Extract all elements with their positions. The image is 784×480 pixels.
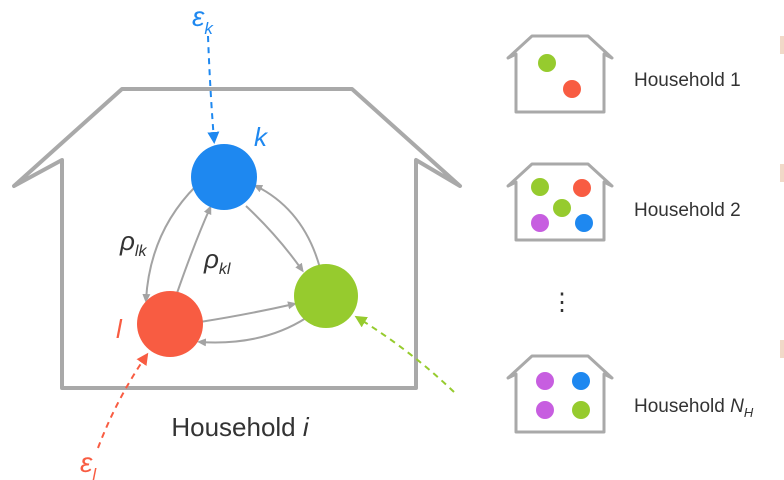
clipped-edge-mark-1 — [780, 36, 784, 54]
rho-lk-label: ρlk — [119, 226, 147, 260]
node-k-label: k — [254, 122, 269, 152]
household-nh: Household NH — [506, 354, 754, 434]
node-l-label: l — [116, 314, 123, 344]
epsilon-l-label: εl — [80, 447, 97, 480]
rho-lk-base: ρ — [119, 226, 135, 256]
epsilon-k-sub: k — [204, 19, 214, 38]
internal-edges — [142, 184, 321, 347]
edge-m-to-k — [253, 184, 321, 269]
node-l — [137, 291, 203, 357]
rho-kl-label: ρkl — [203, 244, 231, 278]
clipped-edge-mark-3 — [780, 340, 784, 358]
epsilon-k-label: εk — [192, 1, 214, 38]
external-input-l — [97, 352, 149, 449]
clipped-edge-mark-2 — [780, 164, 784, 182]
household-1-outline — [506, 34, 614, 114]
household-nh-label-sub: H — [744, 405, 754, 420]
node-k — [191, 144, 257, 210]
household-2-member-5 — [575, 214, 593, 232]
household-1-member-2 — [563, 80, 581, 98]
household-2: Household 2 — [506, 162, 741, 242]
household-nh-label-var: N — [730, 396, 744, 417]
household-2-member-3 — [553, 199, 571, 217]
node-m — [294, 264, 358, 328]
household-nh-member-3 — [536, 401, 554, 419]
household-nh-outline — [506, 354, 614, 434]
epsilon-l-sub: l — [92, 465, 97, 480]
vertical-ellipsis: ⋮ — [550, 289, 574, 316]
epsilon-l-base: ε — [80, 447, 93, 478]
household-2-member-1 — [531, 178, 549, 196]
rho-lk-sub: lk — [135, 243, 148, 260]
rho-kl-base: ρ — [203, 244, 219, 274]
edge-l-to-m — [199, 301, 297, 323]
household-2-label: Household 2 — [634, 200, 741, 221]
household-2-member-4 — [531, 214, 549, 232]
household-nh-member-4 — [572, 401, 590, 419]
household-nh-member-1 — [536, 372, 554, 390]
external-input-k — [207, 35, 220, 144]
household-2-outline — [506, 162, 614, 242]
household-nh-label-prefix: Household — [634, 396, 730, 417]
household-1-member-1 — [538, 54, 556, 72]
main-house-outline — [12, 87, 462, 390]
rho-kl-sub: kl — [219, 261, 231, 278]
main-household-label-prefix: Household — [171, 412, 303, 442]
main-household-label-var: i — [303, 412, 310, 442]
main-household-label: Household i — [171, 412, 310, 442]
household-nh-member-2 — [572, 372, 590, 390]
external-input-m — [354, 315, 455, 393]
household-1: Household 1 — [506, 34, 741, 114]
household-nh-label: Household NH — [634, 396, 754, 420]
edge-l-to-k — [175, 205, 212, 297]
edge-k-to-l — [142, 185, 197, 303]
edge-k-to-m — [245, 205, 304, 273]
household-1-label: Household 1 — [634, 70, 741, 91]
household-2-member-2 — [573, 179, 591, 197]
epsilon-k-base: ε — [192, 1, 205, 32]
edge-m-to-l — [197, 317, 307, 347]
